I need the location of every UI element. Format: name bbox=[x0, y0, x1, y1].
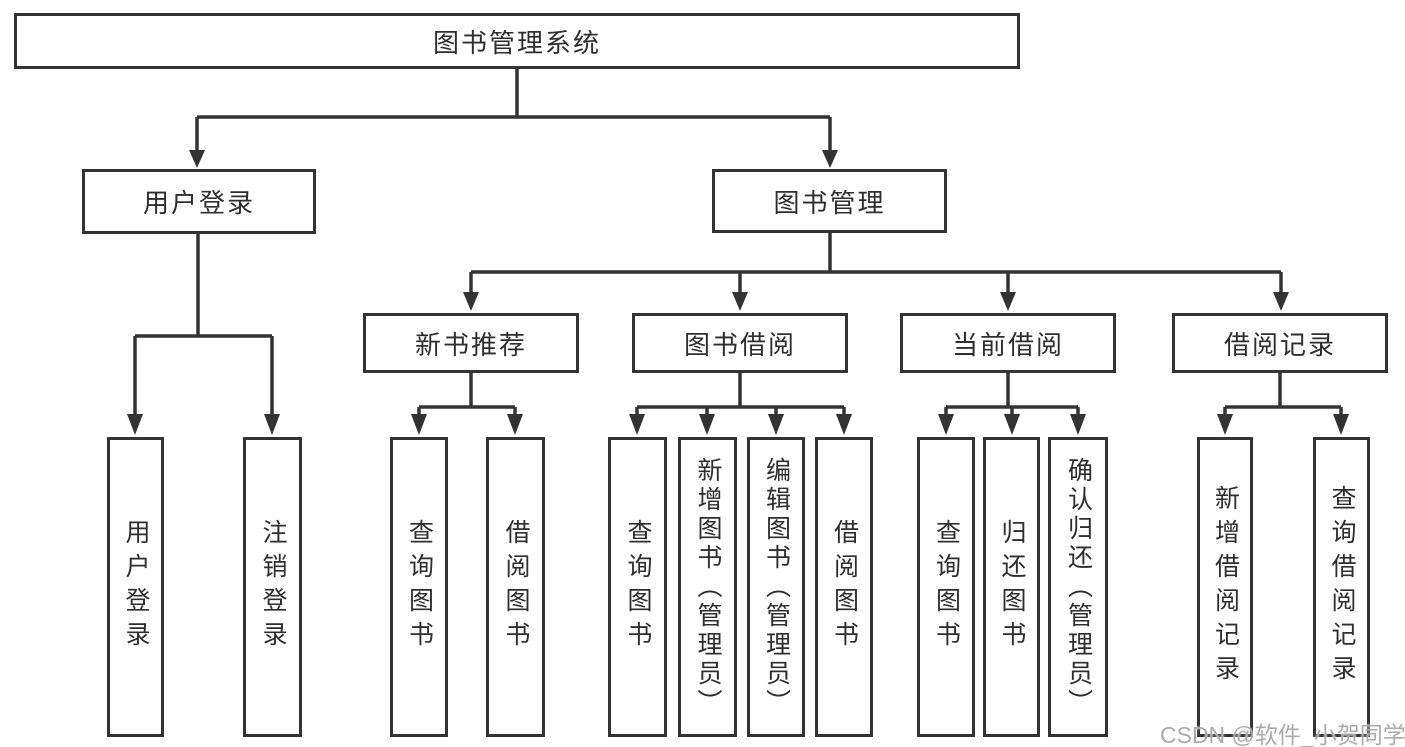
leaf-borrow-books: 借阅图书 bbox=[815, 437, 873, 737]
node-current-borrowing: 当前借阅 bbox=[900, 313, 1116, 373]
node-user-login: 用户登录 bbox=[82, 169, 316, 234]
connector-line bbox=[1223, 373, 1343, 418]
arrowhead-down bbox=[732, 292, 748, 311]
arrowhead-down bbox=[507, 414, 523, 435]
connector-line bbox=[195, 69, 832, 152]
arrowhead-down bbox=[1333, 414, 1349, 435]
leaf-add-books-admin: 新增图书（管理员） bbox=[678, 437, 737, 737]
node-book-borrowing: 图书借阅 bbox=[632, 313, 848, 373]
leaf-return-books: 归还图书 bbox=[983, 437, 1040, 737]
arrowhead-down bbox=[768, 414, 784, 435]
leaf-query-borrow-record: 查询借阅记录 bbox=[1313, 437, 1370, 737]
leaf-query-books-borrowing: 查询图书 bbox=[608, 437, 667, 737]
connector-line bbox=[133, 234, 274, 418]
arrowhead-down bbox=[822, 150, 838, 168]
arrowhead-down bbox=[1217, 414, 1233, 435]
arrowhead-down bbox=[411, 414, 427, 435]
connector-root-to-level2 bbox=[189, 69, 838, 168]
leaf-user-login: 用户登录 bbox=[107, 437, 164, 737]
arrowhead-down bbox=[629, 414, 645, 435]
arrowhead-down bbox=[1000, 292, 1016, 311]
connector-line bbox=[417, 373, 517, 418]
node-root-system: 图书管理系统 bbox=[14, 13, 1020, 69]
node-new-book-recommend: 新书推荐 bbox=[363, 313, 579, 373]
connector-book-borrowing-children bbox=[629, 373, 852, 435]
connector-current-borrowing-children bbox=[938, 373, 1086, 435]
leaf-query-books-recommend: 查询图书 bbox=[390, 437, 448, 737]
node-borrowing-records: 借阅记录 bbox=[1172, 313, 1388, 373]
arrowhead-down bbox=[189, 150, 205, 168]
arrowhead-down bbox=[127, 414, 143, 435]
arrowhead-down bbox=[1004, 414, 1020, 435]
leaf-confirm-return-admin: 确认归还（管理员） bbox=[1048, 437, 1108, 737]
leaf-edit-books-admin: 编辑图书（管理员） bbox=[747, 437, 805, 737]
connector-book-management-children bbox=[463, 233, 1289, 311]
connector-line bbox=[944, 373, 1080, 418]
arrowhead-down bbox=[699, 414, 715, 435]
leaf-logout: 注销登录 bbox=[243, 437, 302, 737]
arrowhead-down bbox=[938, 414, 954, 435]
connector-new-book-children bbox=[411, 373, 523, 435]
arrowhead-down bbox=[264, 414, 280, 435]
arrowhead-down bbox=[1273, 292, 1289, 311]
connector-line bbox=[469, 233, 1283, 294]
connector-borrow-records-children bbox=[1217, 373, 1349, 435]
arrowhead-down bbox=[1070, 414, 1086, 435]
csdn-watermark: CSDN @软件_小贺同学 bbox=[1160, 722, 1405, 747]
leaf-borrow-books-recommend: 借阅图书 bbox=[486, 437, 545, 737]
connector-line bbox=[635, 373, 846, 418]
leaf-add-borrow-record: 新增借阅记录 bbox=[1197, 437, 1253, 737]
arrowhead-down bbox=[463, 292, 479, 311]
leaf-query-books-current: 查询图书 bbox=[917, 437, 975, 737]
node-book-management: 图书管理 bbox=[712, 169, 947, 233]
arrowhead-down bbox=[836, 414, 852, 435]
connector-user-login-children bbox=[127, 234, 280, 435]
